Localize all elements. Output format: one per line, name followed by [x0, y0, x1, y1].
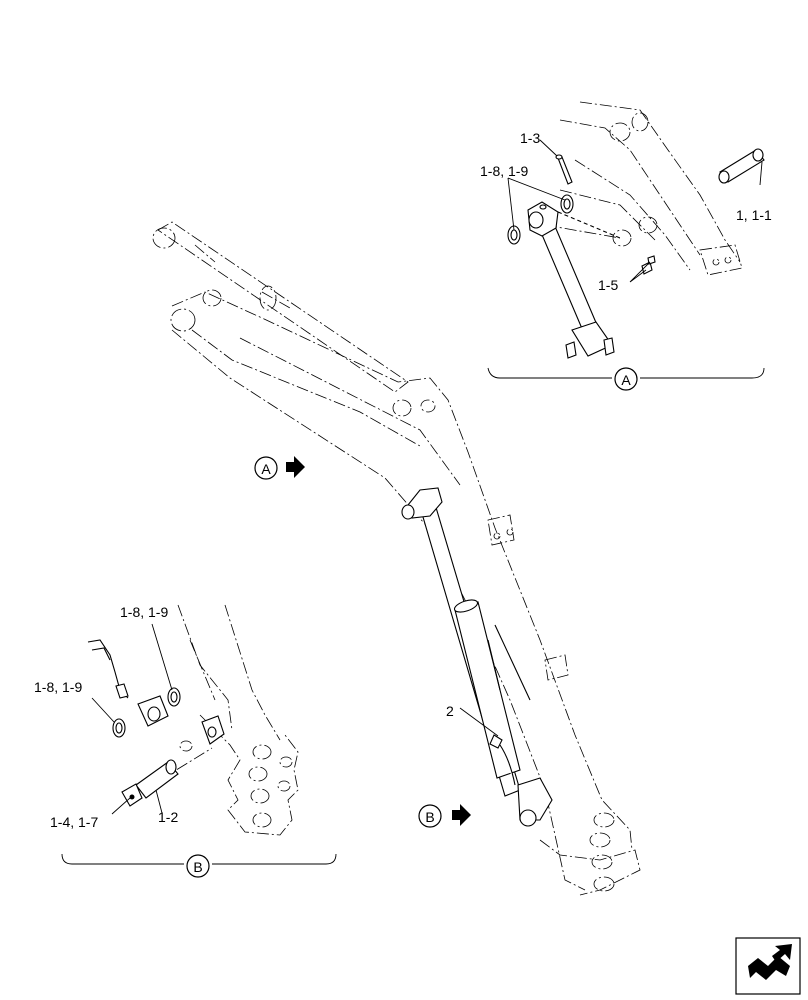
boom-cylinder	[401, 487, 553, 827]
label-1-8-1-9-a: 1-8, 1-9	[480, 163, 528, 179]
detail-a-view	[507, 101, 765, 359]
label-1-3: 1-3	[520, 130, 540, 146]
label-1-2: 1-2	[158, 809, 178, 825]
boom-arm-outline	[152, 221, 641, 896]
label-1-8-1-9-b-top: 1-8, 1-9	[120, 604, 168, 620]
label-1-8-1-9-b-left: 1-8, 1-9	[34, 679, 82, 695]
right-arrow-icon	[452, 804, 471, 826]
svg-text:A: A	[261, 461, 271, 477]
detail-b-marker: B	[186, 854, 210, 878]
detail-b-leaders	[61, 623, 499, 865]
right-arrow-icon	[286, 456, 305, 478]
label-1-5: 1-5	[598, 277, 618, 293]
detail-a-marker: A	[614, 367, 638, 391]
view-b-reference: B	[418, 804, 471, 828]
svg-text:B: B	[425, 809, 434, 825]
svg-text:A: A	[621, 372, 631, 388]
view-a-reference: A	[254, 456, 305, 480]
return-arrow-icon[interactable]	[735, 937, 801, 995]
detail-a-leaders	[487, 139, 765, 379]
label-1-4-1-7: 1-4, 1-7	[50, 814, 98, 830]
svg-text:B: B	[193, 859, 202, 875]
label-2: 2	[446, 703, 454, 719]
label-1-1-1: 1, 1-1	[736, 207, 772, 223]
detail-b-view	[87, 604, 299, 836]
